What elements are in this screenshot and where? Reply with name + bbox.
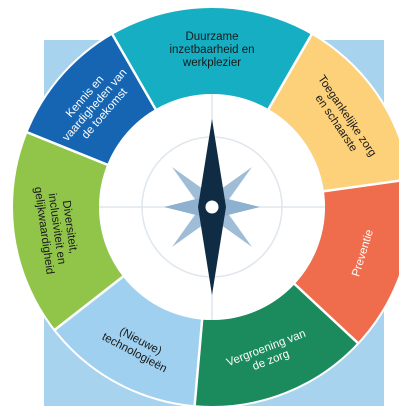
ring-divider — [52, 274, 125, 332]
segment-5 — [54, 276, 203, 407]
segment-1 — [112, 6, 312, 110]
ring-divider — [110, 32, 158, 111]
compass-ring — [11, 6, 399, 407]
compass-needle-icon — [198, 119, 226, 295]
ring-divider — [293, 282, 360, 345]
segment-label-line: werkplezier — [182, 57, 241, 69]
segment-2 — [268, 33, 399, 192]
ring-divider — [322, 179, 399, 193]
segment-6 — [11, 132, 123, 331]
needle-pivot — [205, 200, 219, 214]
ring-dividers — [11, 6, 399, 408]
ring-outline — [11, 6, 399, 408]
ring-divider — [25, 130, 109, 167]
segment-label-6: Diversiteit,inclusiviteit engelijkwaardi… — [32, 183, 82, 276]
ring-divider — [266, 32, 314, 111]
ring-divider — [193, 318, 204, 408]
segment-7 — [26, 33, 156, 165]
segment-label-line: Duurzame — [185, 31, 238, 43]
segment-3 — [294, 180, 399, 344]
segment-label-line: inzetbaarheid en — [169, 44, 254, 56]
